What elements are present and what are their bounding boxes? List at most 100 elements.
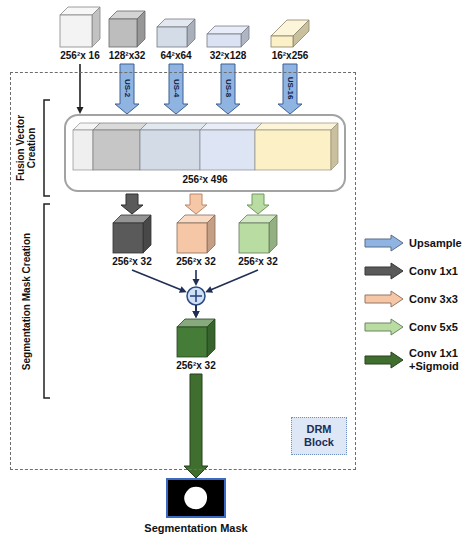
legend-arrow (364, 262, 404, 280)
cube-drawing (238, 214, 278, 254)
arrow-line (210, 270, 258, 290)
cube-drawing (176, 318, 216, 358)
cube-label: 256²x 32 (176, 256, 216, 268)
cube-front (207, 34, 241, 47)
legend-label: Conv 5x5 (409, 321, 469, 334)
feature-cube: 256²x 32 (176, 318, 216, 372)
connector (193, 270, 259, 318)
segment-top (255, 123, 338, 130)
cube-label: 256²x 32 (176, 360, 216, 372)
legend-arrow-shape (365, 319, 403, 335)
mask-frame (167, 479, 225, 517)
cube-label: 256²x 32 (238, 256, 278, 268)
feature-cube: 64²x64 (156, 18, 196, 62)
fusion-vector-box: 256²x 496 (64, 114, 346, 192)
connector (185, 194, 207, 214)
drm-block-frame: DRM Block 256²x 496 256²x 32 256²x 32 256²x … (10, 72, 356, 470)
feature-cube: 16²x256 (270, 19, 310, 62)
legend-arrow-shape (365, 263, 403, 279)
cube-front (109, 19, 137, 47)
edge-label: US-4 (171, 78, 181, 98)
segment-top (140, 123, 207, 130)
feature-cube: 32²x128 (206, 25, 250, 62)
section-label: Fusion Vector Creation (15, 106, 37, 190)
bracket (44, 100, 50, 196)
cube-label: 256²x 16 (59, 50, 101, 62)
cube-drawing (156, 18, 196, 48)
cube-side (207, 319, 215, 357)
feature-cube: 256²x 16 (59, 6, 101, 62)
cube-drawing (206, 25, 250, 48)
feature-cube: 256²x 32 (176, 214, 216, 268)
connector (132, 270, 200, 318)
cube-front (239, 223, 269, 253)
cube-front (157, 27, 187, 47)
fusion-vector-drawing (72, 122, 339, 171)
legend-label: Conv 1x1 (409, 265, 469, 278)
segment-top (93, 123, 147, 130)
segment-front (93, 130, 140, 170)
block-name: DRM Block (295, 423, 343, 449)
arrow-head (193, 279, 200, 286)
legend-label: Conv 1x1 +Sigmoid (409, 347, 469, 373)
connector (184, 374, 208, 478)
connector (247, 194, 269, 214)
segment-side (331, 123, 338, 170)
mask-image (166, 478, 226, 518)
edge-label: US-8 (223, 78, 233, 98)
arrow-head (193, 311, 200, 318)
cube-drawing (176, 214, 216, 254)
arrow-line (79, 64, 81, 109)
cube-drawing (59, 6, 101, 48)
legend-label: Upsample (409, 237, 469, 250)
arrow-head (77, 107, 84, 114)
cube-side (137, 11, 145, 47)
feature-cube: 128²x32 (108, 10, 146, 62)
arrow-head (193, 311, 200, 318)
fusion-label: 256²x 496 (66, 174, 344, 186)
cube-label: 64²x64 (156, 50, 196, 62)
segment-front (200, 130, 255, 170)
cube-label: 128²x32 (108, 50, 146, 62)
cube-side (187, 19, 195, 47)
feature-cube: 256²x 32 (112, 214, 152, 268)
cube-side (92, 7, 100, 47)
cube-front (60, 15, 92, 47)
drm-badge: DRM Block (291, 417, 347, 455)
sum-circle (187, 287, 205, 305)
plus-sign (195, 290, 197, 302)
segment-top (200, 123, 262, 130)
arrow-head (193, 311, 200, 318)
connector (193, 270, 200, 318)
legend-arrow-shape (365, 235, 403, 251)
cube-side (207, 215, 215, 253)
feature-cube: 256²x 32 (238, 214, 278, 268)
cube-side (241, 26, 249, 47)
legend-arrow (364, 318, 404, 336)
segment-front (140, 130, 200, 170)
cube-front (113, 223, 143, 253)
block-arrow (247, 194, 269, 214)
edge-label: US-16 (285, 76, 295, 101)
block-arrow (184, 374, 208, 478)
legend-arrow (364, 351, 404, 369)
mask-label: Segmentation Mask (144, 522, 247, 535)
arrow-head (205, 286, 213, 292)
cube-front (177, 327, 207, 357)
legend-arrow-shape (365, 352, 403, 368)
arrow-line (132, 270, 182, 290)
legend-arrow-shape (365, 291, 403, 307)
cube-drawing (112, 214, 152, 254)
bracket (44, 204, 50, 398)
cube-label: 16²x256 (270, 50, 310, 62)
cube-drawing (270, 19, 310, 48)
segment-front (73, 130, 93, 170)
cube-front (177, 223, 207, 253)
mask-output: Segmentation Mask (144, 478, 247, 535)
arrow-head (179, 286, 187, 292)
legend-label: Conv 3x3 (409, 293, 469, 306)
block-arrow (121, 194, 143, 214)
cube-label: 256²x 32 (112, 256, 152, 268)
